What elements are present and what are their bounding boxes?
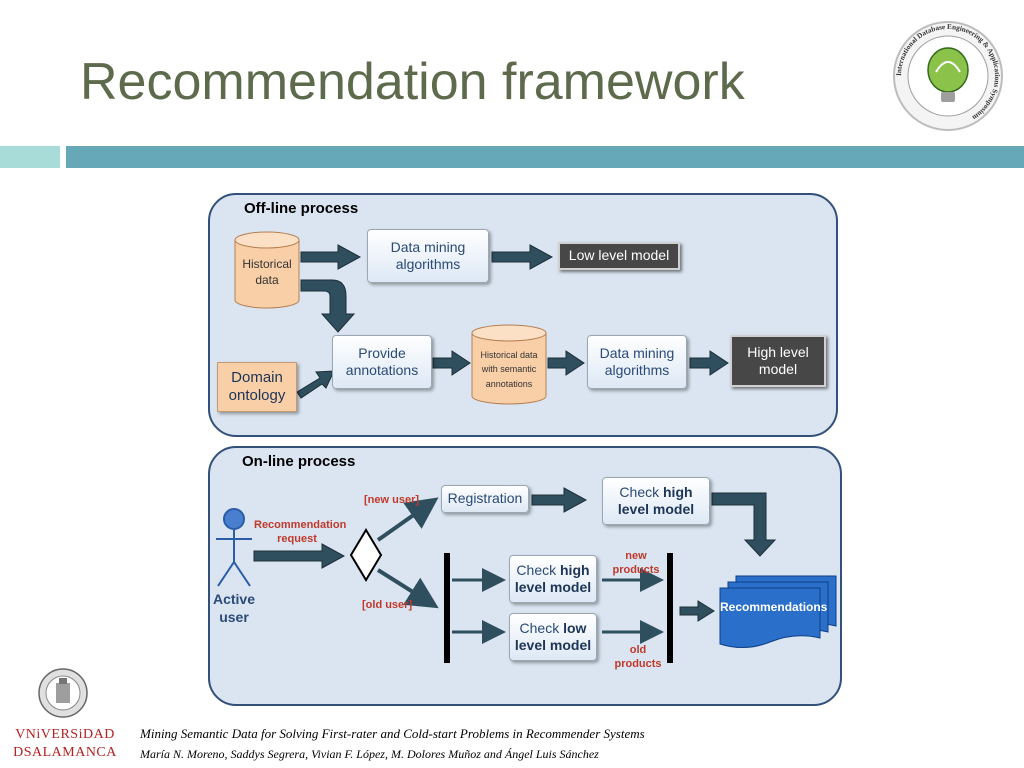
arrow-registration-to-check xyxy=(531,487,588,513)
new-user-label: [new user] xyxy=(364,494,420,506)
university-seal-icon xyxy=(38,668,88,718)
new-products-label: new products xyxy=(608,549,664,578)
conference-logo-icon: International Database Engineering & App… xyxy=(893,21,1003,131)
old-user-label: [old user] xyxy=(362,599,413,611)
historical-data-label-line2: data xyxy=(255,273,279,288)
header-bar xyxy=(66,146,1024,168)
check-high-level-model-box-1: Check high level model xyxy=(602,477,710,525)
check2-suffix: level model xyxy=(514,579,592,595)
semantic-data-label: Historical data with semantic annotation… xyxy=(472,348,546,391)
check1-prefix: Check xyxy=(619,483,663,500)
provide-annotations-box: Provide annotations xyxy=(332,335,432,389)
arrow-historical-to-provide xyxy=(300,279,356,333)
recommendation-request-label: Recommendation request xyxy=(254,518,347,547)
domain-ontology-box: Domain ontology xyxy=(217,362,297,412)
active-user-label-line2: user xyxy=(219,608,249,625)
check3-suffix: level model xyxy=(514,637,592,653)
data-mining-2-label-line2: algorithms xyxy=(604,362,670,378)
fork-bar xyxy=(444,553,450,663)
new-products-label-line1: new xyxy=(625,550,647,562)
domain-ontology-label-line2: ontology xyxy=(228,387,286,404)
footer-authors: María N. Moreno, Saddys Segrera, Vivian … xyxy=(140,747,599,761)
historical-data-label: Historical data xyxy=(235,256,299,288)
check1-suffix: level model xyxy=(617,501,695,517)
arrow-join-to-recommendations xyxy=(679,600,715,622)
active-user-label: Active user xyxy=(206,591,262,626)
arrow-historical-to-mining xyxy=(300,244,362,270)
online-process-label: On-line process xyxy=(242,453,356,470)
recommendations-label: Recommendations xyxy=(720,600,828,614)
semantic-data-cylinder xyxy=(471,324,547,405)
arrow-ontology-to-provide xyxy=(296,370,335,399)
arrow-decision-to-registration xyxy=(376,497,439,542)
semantic-data-label-line1: Historical data xyxy=(480,350,538,360)
offline-process-label: Off-line process xyxy=(244,200,359,217)
low-level-model-box: Low level model xyxy=(558,242,680,270)
arrow-user-to-decision xyxy=(253,543,346,569)
check1-keyword: high xyxy=(663,483,693,500)
arrow-check-to-recommendations xyxy=(711,492,777,557)
header-bar-accent xyxy=(0,146,60,168)
provide-annotations-label-line2: annotations xyxy=(345,362,419,378)
slide-title: Recommendation framework xyxy=(80,53,745,111)
check-high-level-model-box-2: Check high level model xyxy=(509,555,597,603)
data-mining-label-line1: Data mining xyxy=(390,238,466,255)
high-level-model-box: High level model xyxy=(730,335,826,387)
check-low-level-model-box: Check low level model xyxy=(509,613,597,661)
provide-annotations-label-line1: Provide xyxy=(358,344,406,361)
semantic-data-label-line3: annotations xyxy=(485,378,533,389)
data-mining-label-line2: algorithms xyxy=(395,256,461,272)
active-user-icon xyxy=(216,508,252,587)
active-user-label-line1: Active xyxy=(212,591,256,607)
data-mining-2-box: Data mining algorithms xyxy=(587,335,687,389)
old-products-label: old products xyxy=(610,643,666,672)
arrow-mining-to-lowmodel xyxy=(491,244,554,270)
registration-box: Registration xyxy=(441,485,529,513)
university-name: VNiVERSiDAD DSALAMANCA xyxy=(6,726,124,761)
new-products-label-line2: products xyxy=(612,564,660,577)
recommendations-doc-stack xyxy=(719,575,837,648)
check2-keyword: high xyxy=(560,561,590,578)
domain-ontology-label-line1: Domain xyxy=(231,369,283,386)
university-name-line1: VNiVERSiDAD xyxy=(15,727,115,742)
check3-keyword: low xyxy=(563,619,587,636)
arrow-mining2-to-highmodel xyxy=(689,350,729,376)
data-mining-2-label-line1: Data mining xyxy=(599,344,675,361)
arrow-provide-to-semantic xyxy=(432,350,471,376)
high-level-model-label-line2: model xyxy=(758,361,798,377)
arrow-decision-to-fork xyxy=(376,568,439,609)
historical-data-cylinder xyxy=(234,231,300,309)
university-name-line2: DSALAMANCA xyxy=(13,744,117,760)
semantic-data-label-line2: with semantic xyxy=(481,364,537,375)
data-mining-box: Data mining algorithms xyxy=(367,229,489,283)
decision-diamond xyxy=(349,528,383,582)
join-bar xyxy=(667,553,673,663)
check2-prefix: Check xyxy=(516,561,560,578)
high-level-model-label-line1: High level xyxy=(747,343,809,360)
historical-data-label-line1: Historical xyxy=(242,257,292,271)
arrow-semantic-to-mining2 xyxy=(547,350,585,376)
footer-paper-title: Mining Semantic Data for Solving First-r… xyxy=(140,726,645,741)
recommendation-request-label-line2: request xyxy=(277,533,317,546)
old-products-label-line2: products xyxy=(614,658,662,671)
check3-prefix: Check xyxy=(519,619,564,636)
recommendation-request-label-line1: Recommendation xyxy=(254,519,347,531)
old-products-label-line1: old xyxy=(629,644,647,656)
